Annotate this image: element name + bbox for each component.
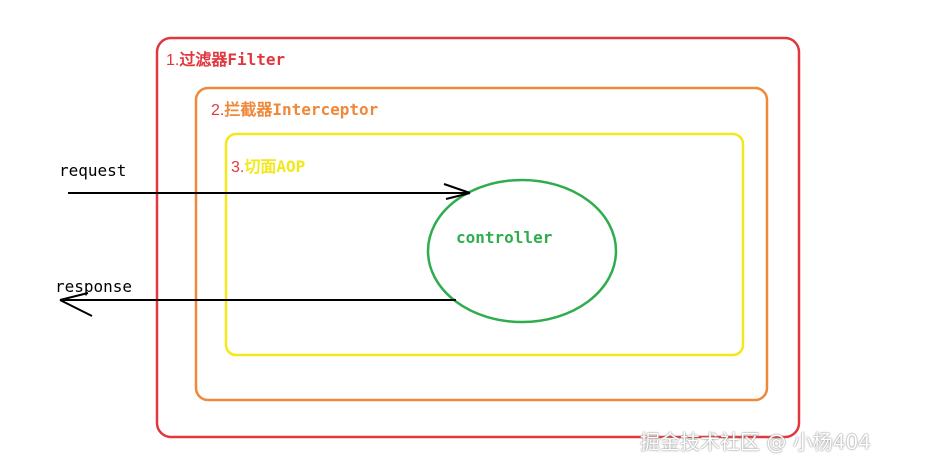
request-arrow xyxy=(68,183,471,200)
filter-layer-number: 1. xyxy=(166,52,180,69)
request-label: request xyxy=(59,161,127,180)
aop-layer-title: 3.切面AOP xyxy=(231,157,305,178)
filter-layer-name: 过滤器Filter xyxy=(179,50,286,69)
interceptor-layer-number: 2. xyxy=(211,102,225,119)
controller-label: controller xyxy=(456,228,553,247)
aop-layer-box xyxy=(224,132,745,357)
interceptor-layer-title: 2.拦截器Interceptor xyxy=(211,100,378,121)
response-label: response xyxy=(55,277,133,296)
response-arrow xyxy=(59,292,456,317)
watermark: 掘金技术社区 @ 小杨404 xyxy=(640,430,871,454)
aop-layer-name: 切面AOP xyxy=(244,157,306,176)
interceptor-layer-name: 拦截器Interceptor xyxy=(224,100,379,119)
aop-layer-number: 3. xyxy=(231,159,245,176)
filter-layer-box xyxy=(155,36,801,439)
controller-ellipse xyxy=(426,178,618,324)
filter-layer-title: 1.过滤器Filter xyxy=(166,50,285,71)
interceptor-layer-box xyxy=(194,86,769,402)
